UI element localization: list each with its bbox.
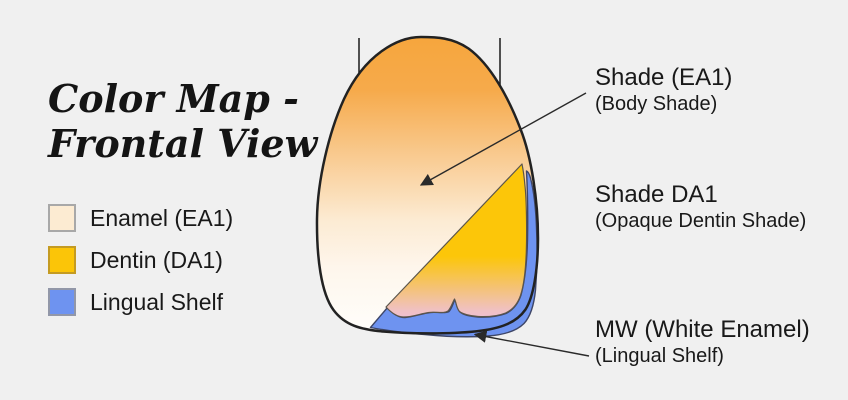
annotation-label: Shade DA1 [595,181,718,208]
legend-label: Dentin (DA1) [90,246,223,273]
legend-item-enamel: Enamel (EA1) [48,203,233,233]
lingual-shelf-color-swatch [48,288,76,316]
legend-label: Lingual Shelf [90,288,223,315]
body-shade-arrow [419,92,587,186]
page-title-line2: Frontal View [48,121,318,166]
annotation-sublabel: (Body Shade) [595,93,718,115]
page-title: Color Map - Frontal View [48,76,317,166]
annotation-sublabel: (Opaque Dentin Shade) [595,210,807,232]
tooth-outline [315,35,540,335]
legend-item-dentin: Dentin (DA1) [48,245,233,275]
annotation-opaque-dentin: Shade DA1 (Opaque Dentin Shade) [595,181,806,233]
annotation-label: MW (White Enamel) [595,316,810,343]
enamel-color-swatch [48,204,76,232]
legend-label: Enamel (EA1) [90,204,234,231]
annotation-lingual-shelf: MW (White Enamel) (Lingual Shelf) [595,316,810,368]
page-title-line1: Color Map - [48,76,299,121]
lingual-shelf-arrow [473,330,590,357]
annotation-label: Shade (EA1) [595,64,733,91]
opaque-dentin-region [385,163,528,318]
legend: Enamel (EA1) Dentin (DA1) Lingual Shelf [48,203,233,329]
legend-item-lingual-shelf: Lingual Shelf [48,287,233,317]
dentin-color-swatch [48,246,76,274]
annotation-body-shade: Shade (EA1) (Body Shade) [595,64,732,116]
annotation-sublabel: (Lingual Shelf) [595,345,724,367]
